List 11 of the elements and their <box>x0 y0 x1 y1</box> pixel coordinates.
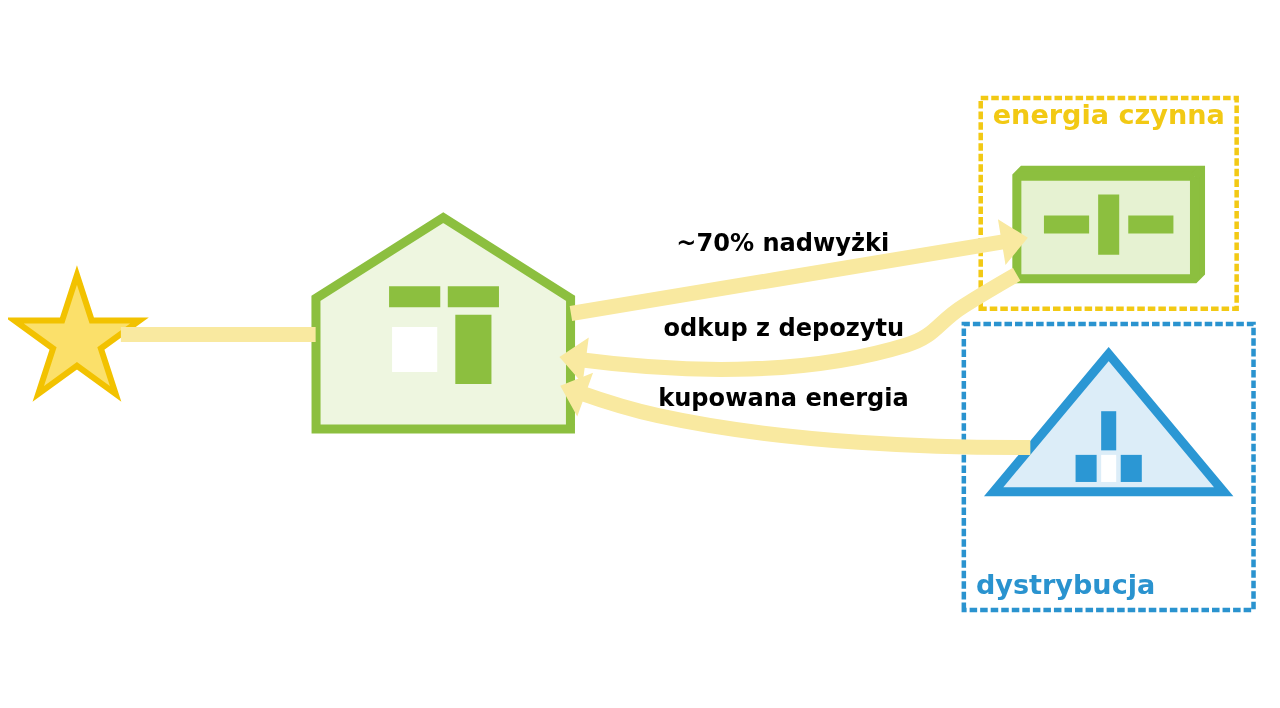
arrow <box>569 219 1028 321</box>
node-picture <box>8 265 149 402</box>
edge-label: ~70% nadwyżki <box>676 229 890 258</box>
cluster: dystrybucja <box>961 321 1256 613</box>
cluster: energia czynna <box>978 95 1239 312</box>
arrow <box>560 372 1031 456</box>
edge-label: kupowana energia <box>658 384 909 413</box>
node-picture <box>983 346 1234 497</box>
node-picture <box>311 212 576 434</box>
edge-label: odkup z depozytu <box>663 313 905 342</box>
connector <box>120 326 316 342</box>
